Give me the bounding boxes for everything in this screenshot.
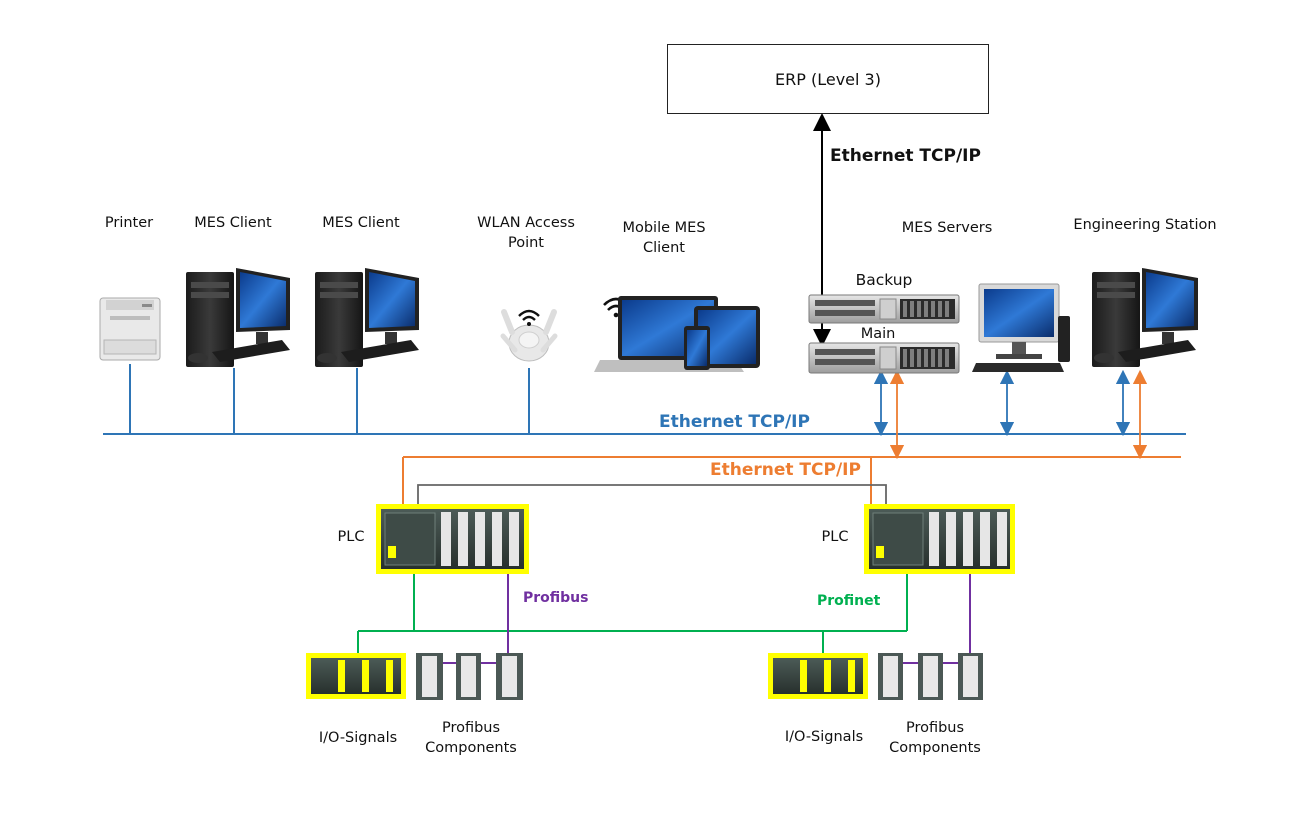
plc-right-label: PLC: [821, 529, 849, 545]
profibus-components-right-label: Profibus Components: [889, 720, 981, 756]
erp-ethernet-label: Ethernet TCP/IP: [830, 146, 981, 166]
backup-server-icon: [808, 294, 960, 324]
plc-left-icon: [376, 504, 529, 574]
backup-server-label: Backup: [855, 271, 913, 289]
main-server-icon: [808, 342, 960, 374]
ethernet-orange-label: Ethernet TCP/IP: [710, 460, 861, 480]
plc-left-label: PLC: [337, 529, 365, 545]
erp-box: ERP (Level 3): [667, 44, 989, 114]
engineering-station-label: Engineering Station: [1073, 217, 1217, 233]
wlan-access-point-icon: [500, 309, 558, 362]
wlan-label: WLAN Access Point: [477, 215, 575, 251]
printer-icon: [99, 297, 161, 361]
engineering-station-icon: [1092, 268, 1198, 367]
io-signals-left-label: I/O-Signals: [318, 730, 398, 746]
io-module-right-icon: [768, 653, 868, 699]
mes-servers-label: MES Servers: [901, 220, 993, 236]
ethernet-blue-bus: [103, 364, 1186, 435]
monitor-icon: [972, 283, 1070, 372]
printer-label: Printer: [104, 215, 154, 231]
profibus-components-left-icon: [416, 653, 523, 700]
laptop-tablet-phone-icon: [594, 296, 760, 372]
profibus-components-left-label: Profibus Components: [425, 720, 517, 756]
profinet-bus: [357, 573, 908, 653]
io-module-left-icon: [306, 653, 406, 699]
erp-label: ERP (Level 3): [775, 69, 881, 89]
mes-client-2-label: MES Client: [322, 215, 400, 231]
plc-sync-link: [417, 484, 887, 507]
io-signals-right-label: I/O-Signals: [784, 729, 864, 745]
plc-right-icon: [864, 504, 1015, 574]
main-server-label: Main: [860, 326, 896, 342]
profibus-components-right-icon: [878, 653, 983, 700]
ethernet-blue-arrows: [873, 369, 1131, 437]
mes-client-2-icon: [315, 268, 419, 367]
ethernet-blue-label: Ethernet TCP/IP: [659, 412, 810, 432]
ethernet-orange-bus: [402, 456, 1181, 507]
profibus-bus: [443, 573, 971, 664]
mes-client-1-label: MES Client: [194, 215, 272, 231]
profinet-label: Profinet: [817, 593, 881, 609]
mobile-client-label: Mobile MES Client: [622, 220, 706, 256]
ethernet-orange-arrows: [889, 369, 1148, 460]
profibus-label: Profibus: [523, 590, 589, 606]
mes-client-1-icon: [186, 268, 290, 367]
